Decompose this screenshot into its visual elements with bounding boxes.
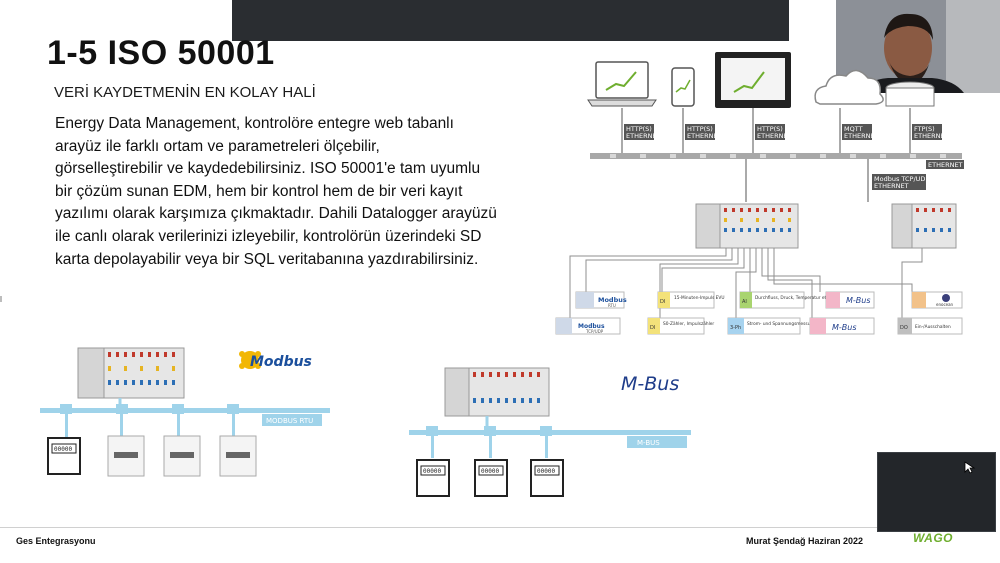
protocol-links bbox=[621, 108, 911, 156]
svg-text:M-Bus: M-Bus bbox=[846, 296, 871, 305]
io-wiring bbox=[569, 248, 923, 320]
io-module-do-switch: DO Ein-/Ausschalten bbox=[897, 317, 963, 335]
io-module-mbus: M-Bus bbox=[825, 291, 875, 309]
body-line: yazılımı olarak karşımıza çıkmaktadır. D… bbox=[55, 205, 497, 223]
svg-text:00000: 00000 bbox=[537, 468, 555, 475]
protocol-labels: HTTP(S) ETHERNET HTTP(S) ETHERNET HTTP(S… bbox=[624, 124, 949, 140]
svg-text:00000: 00000 bbox=[54, 446, 72, 453]
ethernet-label: ETHERNET bbox=[757, 132, 792, 140]
mbus-meter-2: 00000 bbox=[474, 459, 508, 497]
mouse-cursor-icon bbox=[964, 461, 976, 474]
mbus-label: M-BUS bbox=[637, 439, 660, 447]
body-line: karta depolayabilir veya bir SQL veritab… bbox=[55, 250, 479, 268]
footer-divider bbox=[0, 527, 895, 528]
slide-title: 1-5 ISO 50001 bbox=[47, 34, 275, 72]
svg-text:3-Ph: 3-Ph bbox=[730, 325, 741, 331]
modbus-tcp-tag: Modbus TCP/UDP ETHERNET bbox=[872, 174, 929, 190]
ethernet-label: ETHERNET bbox=[626, 132, 661, 140]
io-module-ai-sensor: AI Durchfluss, Druck, Temperatur etc. bbox=[739, 291, 830, 309]
video-thumbnail-panel[interactable] bbox=[877, 452, 996, 532]
svg-text:ETHERNET: ETHERNET bbox=[874, 182, 909, 190]
svg-text:DI: DI bbox=[660, 299, 665, 305]
svg-text:M-Bus: M-Bus bbox=[832, 323, 857, 332]
protocol-label: HTTP(S) bbox=[687, 125, 713, 133]
protocol-label: HTTP(S) bbox=[757, 125, 783, 133]
ethernet-label: ETHERNET bbox=[844, 132, 879, 140]
wago-logo: WAGO bbox=[913, 531, 953, 545]
cloud-icon bbox=[814, 69, 884, 105]
mbus-section: M-Bus M-BUS 00000 00000 00000 bbox=[409, 367, 691, 497]
screen-share-bar bbox=[232, 0, 789, 41]
svg-text:TCP/UDP: TCP/UDP bbox=[585, 329, 604, 334]
mbus-meter-3: 00000 bbox=[530, 459, 564, 497]
io-module-row-2: Modbus TCP/UDP DI S0-Zähler, Impulszähle… bbox=[555, 317, 963, 335]
display-panel-icon bbox=[715, 52, 791, 108]
io-module-enocean: enocean bbox=[911, 291, 963, 309]
svg-text:Modbus: Modbus bbox=[578, 323, 605, 330]
body-line: görselleştirebilir ve kaydedebilirsiniz.… bbox=[55, 160, 481, 178]
svg-text:00000: 00000 bbox=[481, 468, 499, 475]
secondary-controller bbox=[891, 203, 957, 249]
laptop-icon bbox=[587, 61, 657, 107]
slide-subtitle: VERİ KAYDETMENİN EN KOLAY HALİ bbox=[54, 84, 316, 101]
modbus-controller bbox=[77, 347, 185, 399]
ethernet-backbone: ETHERNET bbox=[590, 153, 964, 169]
svg-text:AI: AI bbox=[742, 299, 747, 305]
svg-text:Modbus: Modbus bbox=[250, 354, 312, 370]
io-module-di-s0: DI S0-Zähler, Impulszähler bbox=[647, 317, 714, 335]
energy-meter: 00000 bbox=[47, 437, 81, 475]
modbus-rtu-label: MODBUS RTU bbox=[266, 417, 313, 425]
modbus-rtu-section: Modbus MODBUS RTU 00000 bbox=[40, 347, 330, 477]
svg-text:S0-Zähler, Impulszähler: S0-Zähler, Impulszähler bbox=[663, 321, 714, 327]
ethernet-label: ETHERNET bbox=[687, 132, 722, 140]
phone-icon bbox=[671, 67, 695, 107]
protocol-label: HTTP(S) bbox=[626, 125, 652, 133]
modbus-logo: Modbus bbox=[239, 351, 312, 370]
ethernet-label: ETHERNET bbox=[914, 132, 949, 140]
io-module-modbus-rtu: Modbus RTU bbox=[575, 291, 627, 309]
footer-company: Ges Entegrasyonu bbox=[16, 536, 96, 546]
ethernet-label: ETHERNET bbox=[928, 161, 963, 169]
protocol-label: MQTT bbox=[844, 125, 863, 133]
io-module-mbus-2: M-Bus bbox=[809, 317, 875, 335]
io-module-row-1: Modbus RTU DI 15-Minuten-Impuls EVU AI D… bbox=[575, 291, 963, 309]
footer-author-date: Murat Şendağ Haziran 2022 bbox=[746, 536, 864, 546]
edge-marker bbox=[0, 296, 2, 302]
mbus-meter-1: 00000 bbox=[416, 459, 450, 497]
svg-text:Modbus: Modbus bbox=[598, 296, 627, 304]
svg-text:15-Minuten-Impuls EVU: 15-Minuten-Impuls EVU bbox=[674, 295, 724, 301]
svg-text:Modbus TCP/UDP: Modbus TCP/UDP bbox=[874, 175, 929, 183]
svg-text:DO: DO bbox=[900, 325, 908, 331]
svg-text:DI: DI bbox=[650, 325, 655, 331]
body-line: bir çözüm sunan EDM, hem bir kontrol hem… bbox=[55, 182, 463, 200]
svg-text:Ein-/Ausschalten: Ein-/Ausschalten bbox=[915, 324, 951, 330]
body-line: arayüz ile farklı ortam ve parametreleri… bbox=[55, 137, 380, 155]
main-controller bbox=[695, 203, 799, 249]
svg-text:Durchfluss, Druck, Temperatur: Durchfluss, Druck, Temperatur etc. bbox=[755, 295, 830, 301]
mbus-controller bbox=[444, 367, 550, 417]
io-module-di-impulse: DI 15-Minuten-Impuls EVU bbox=[657, 291, 724, 309]
mbus-logo: M-Bus bbox=[621, 373, 679, 395]
body-line: Energy Data Management, kontrolöre enteg… bbox=[55, 115, 454, 132]
server-icon bbox=[885, 81, 935, 107]
protocol-label: FTP(S) bbox=[914, 125, 935, 133]
network-diagram: HTTP(S) ETHERNET HTTP(S) ETHERNET HTTP(S… bbox=[555, 52, 964, 335]
slide-body-text: Energy Data Management, kontrolöre enteg… bbox=[55, 113, 535, 271]
modbus-rtu-bus bbox=[40, 408, 330, 413]
svg-text:Strom- und Spannungsmessung: Strom- und Spannungsmessung bbox=[747, 321, 816, 327]
svg-text:RTU: RTU bbox=[608, 303, 616, 308]
body-line: ile canlı olarak verilerinizi izleyebili… bbox=[55, 227, 482, 245]
webcam-video bbox=[836, 0, 1000, 93]
io-module-3ph-measurement: 3-Ph Strom- und Spannungsmessung bbox=[727, 317, 816, 335]
io-module-modbus-tcp: Modbus TCP/UDP bbox=[555, 317, 621, 335]
svg-text:00000: 00000 bbox=[423, 468, 441, 475]
svg-text:enocean: enocean bbox=[936, 302, 954, 307]
